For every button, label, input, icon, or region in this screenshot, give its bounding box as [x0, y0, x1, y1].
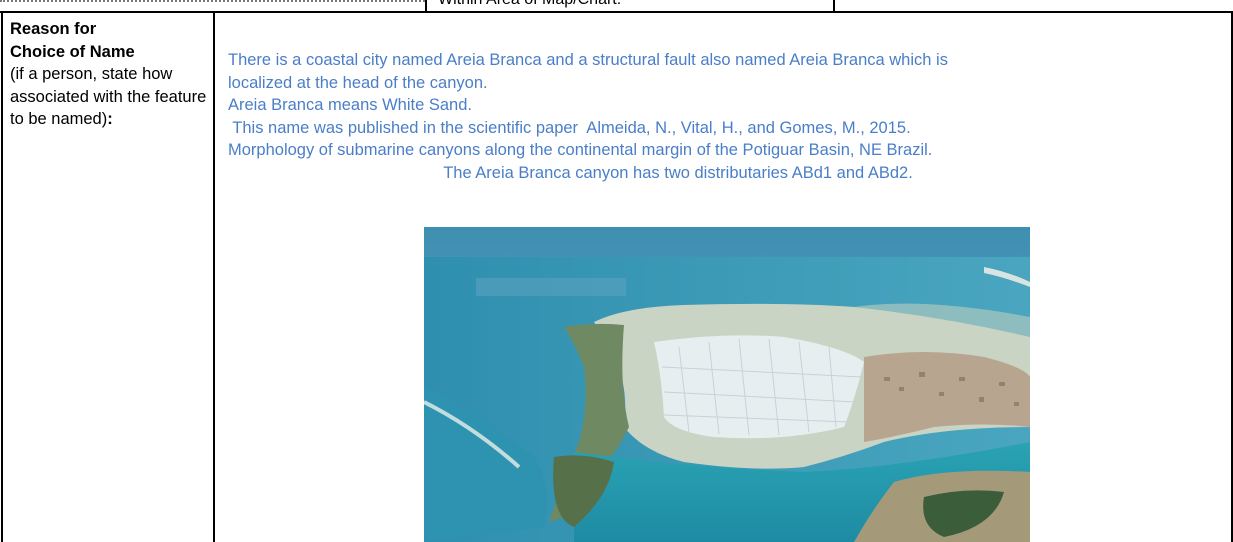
reason-line-5: Morphology of submarine canyons along th… — [228, 141, 933, 159]
reason-line-1: There is a coastal city named Areia Bran… — [228, 51, 948, 69]
reason-text: There is a coastal city named Areia Bran… — [228, 49, 1218, 184]
table-right-border — [1231, 11, 1233, 542]
row-divider — [0, 11, 1233, 13]
prev-cell-left-border — [425, 0, 427, 12]
prev-row-text: Within Area of Map/Chart: — [438, 0, 621, 9]
field-label-title-1: Reason for — [10, 20, 97, 38]
prev-cell-right-border — [833, 0, 835, 12]
column-divider — [213, 11, 215, 542]
reason-line-6: The Areia Branca canyon has two distribu… — [443, 163, 913, 182]
field-label: Reason for Choice of Name (if a person, … — [10, 18, 210, 131]
field-label-title-2: Choice of Name — [10, 42, 135, 61]
aerial-photo-areia-branca — [424, 227, 1030, 542]
reason-line-3: Areia Branca means White Sand. — [228, 96, 472, 114]
top-dotted-border — [0, 0, 425, 2]
reason-line-2: localized at the head of the canyon. — [228, 73, 488, 92]
field-label-note: (if a person, state how associated with … — [10, 65, 207, 128]
table-left-border — [1, 11, 3, 542]
field-label-colon: : — [107, 110, 113, 128]
reason-line-4: This name was published in the scientifi… — [228, 118, 911, 137]
